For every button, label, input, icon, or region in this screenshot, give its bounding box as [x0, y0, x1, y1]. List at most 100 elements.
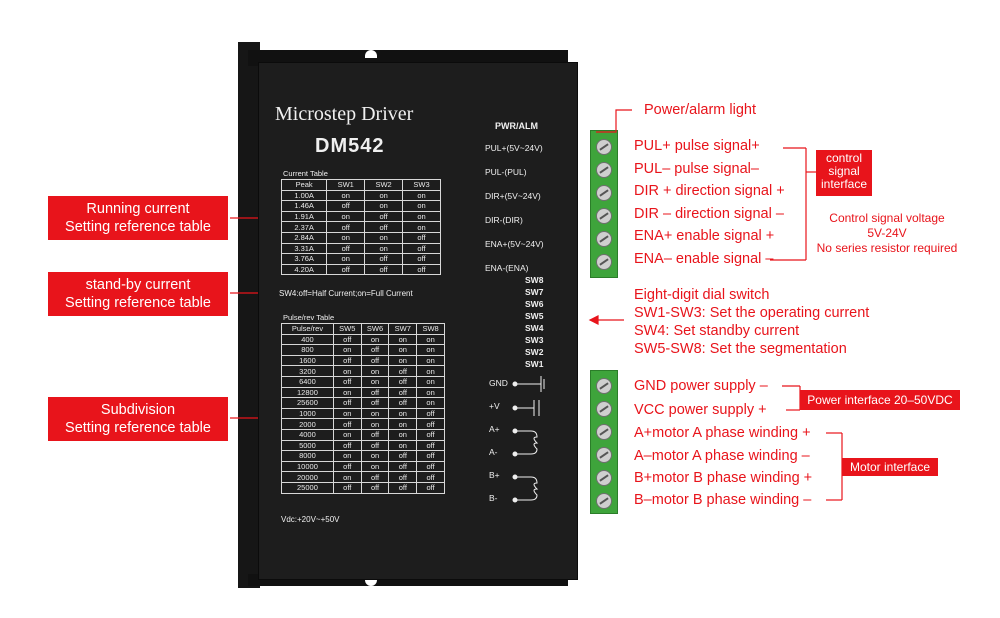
signal-terminal-label-6: ENA-(ENA)	[485, 263, 529, 273]
pulse-table-cell: on	[360, 365, 390, 377]
pulse-table-cell: off	[360, 481, 390, 494]
pulse-table-cell: off	[416, 407, 445, 420]
terminal-screw	[596, 254, 612, 270]
pulse-table-cell: on	[332, 407, 362, 420]
power-terminal-label-6: B-	[489, 493, 498, 503]
pulse-table-cell: off	[360, 397, 390, 409]
running-current-line2: Setting reference table	[65, 219, 211, 235]
pulse-table-cell: on	[332, 450, 362, 462]
pulse-table-header-cell: Pulse/rev	[281, 323, 334, 335]
signal-terminal-label-2: PUL-(PUL)	[485, 167, 527, 177]
terminal-screw	[596, 162, 612, 178]
standby-current-label: stand-by current Setting reference table	[48, 272, 228, 316]
control-voltage-note: Control signal voltage 5V-24V No series …	[812, 211, 962, 256]
terminal-screw	[596, 185, 612, 201]
current-table-cell: off	[402, 263, 441, 276]
dial-switch-sw5-sw8: SW5-SW8: Set the segmentation	[634, 341, 847, 357]
signal-label-5: ENA+ enable signal +	[634, 228, 775, 244]
pulse-table-cell: on	[332, 428, 362, 441]
dial-switch-sw4: SW4: Set standby current	[634, 323, 800, 339]
pulse-table-cell: off	[416, 471, 445, 483]
dial-switch-title: Eight-digit dial switch	[634, 287, 770, 303]
pulse-table-cell: 1600	[281, 354, 334, 367]
pulse-table-cell: off	[416, 439, 445, 452]
pulse-table-cell: on	[360, 450, 390, 462]
pulse-table-cell: 4000	[281, 428, 334, 441]
switch-label-sw5: SW5	[525, 311, 544, 321]
control-box-line1: control	[825, 151, 863, 165]
pulse-table-cell: 5000	[281, 439, 334, 452]
pulse-table-cell: on	[360, 375, 390, 388]
pulse-table-title: Pulse/rev Table	[283, 313, 335, 322]
signal-label-3: DIR + direction signal +	[634, 183, 785, 199]
pulse-table-cell: on	[360, 407, 390, 420]
terminal-screw	[596, 231, 612, 247]
heatsink-left	[238, 42, 260, 588]
current-table-cell: 3.76A	[280, 253, 328, 265]
current-table-cell: 4.20A	[280, 263, 328, 276]
pulse-table-cell: off	[416, 450, 445, 462]
signal-label-6: ENA– enable signal –	[634, 250, 774, 267]
signal-label-1: PUL+ pulse signal+	[634, 138, 760, 154]
subdivision-label: Subdivision Setting reference table	[48, 397, 228, 441]
pulse-table-cell: off	[332, 333, 362, 346]
pulse-table-cell: on	[332, 386, 362, 399]
motor-a-minus-label: A–motor A phase winding –	[634, 448, 810, 464]
power-terminal-label-4: A-	[489, 447, 498, 457]
pulse-table-cell: off	[416, 428, 445, 441]
pulse-table-cell: on	[416, 386, 445, 399]
gnd-power-label: GND power supply –	[634, 378, 768, 394]
pulse-table-cell: off	[360, 428, 390, 441]
pulse-table-cell: 6400	[281, 375, 334, 388]
mount-slot-top	[365, 50, 377, 58]
terminal-screw	[596, 139, 612, 155]
terminal-screw	[596, 378, 612, 394]
dial-switch-sw1-sw3: SW1-SW3: Set the operating current	[634, 305, 870, 321]
standby-current-line2: Setting reference table	[65, 295, 211, 311]
pulse-table-cell: 400	[281, 333, 334, 346]
power-terminal-label-2: +V	[489, 401, 500, 411]
control-voltage-line1: Control signal voltage	[829, 211, 945, 225]
current-table-note: SW4:off=Half Current;on=Full Current	[279, 289, 413, 298]
pulse-table-cell: off	[360, 439, 390, 452]
switch-label-sw3: SW3	[525, 335, 544, 345]
signal-label-4: DIR – direction signal –	[634, 205, 784, 222]
driver-body: Microstep Driver DM542 Current Table Pea…	[258, 62, 578, 580]
pulse-table-cell: 3200	[281, 365, 334, 377]
pulse-table-cell: 1000	[281, 407, 334, 420]
pulse-table-cell: 25600	[281, 397, 334, 409]
pulse-table-cell: off	[332, 375, 362, 388]
control-box-line3: interface	[820, 177, 868, 191]
power-terminal-label-1: GND	[489, 378, 508, 388]
pulse-table-cell: on	[416, 375, 445, 388]
terminal-symbols	[512, 376, 545, 503]
pulse-table-cell: off	[416, 418, 445, 430]
pulse-table-cell: off	[416, 460, 445, 473]
pulse-table-cell: off	[360, 471, 390, 483]
terminal-screw	[596, 470, 612, 486]
pulse-table-cell: on	[332, 344, 362, 356]
terminal-screw	[596, 424, 612, 440]
running-current-line1: Running current	[86, 201, 190, 217]
terminal-screw	[596, 447, 612, 463]
pulse-table-cell: 12800	[281, 386, 334, 399]
switch-label-sw1: SW1	[525, 359, 544, 369]
pulse-table-cell: off	[360, 386, 390, 399]
